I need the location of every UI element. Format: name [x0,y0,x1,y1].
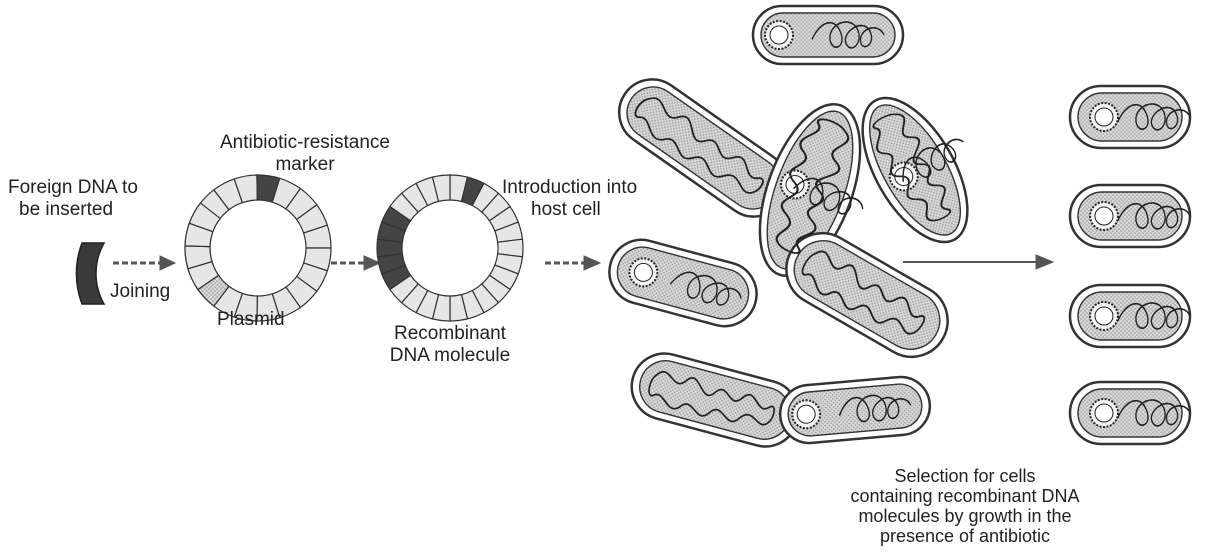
joining-arrow [113,256,175,270]
selection-label-line1: Selection for cells [830,466,1100,486]
marker-label-line2: marker [195,154,415,176]
joining-label: Joining [110,281,170,303]
selection-arrow [903,255,1053,269]
bacterial-cell [753,6,903,64]
recombinant-label-line1: Recombinant [380,323,520,345]
bacterial-cell [778,375,932,446]
introduction-label-line1: Introduction into [502,177,637,199]
marker-label-line1: Antibiotic-resistance [195,132,415,154]
bacterial-cell [841,73,1003,259]
introduction-arrow [545,256,600,270]
bacterial-cell [1070,382,1190,444]
selection-label-line4: presence of antibiotic [830,526,1100,546]
introduction-label-line2: host cell [531,199,601,221]
plasmid-ring [185,175,331,321]
selection-label-line3: molecules by growth in the [830,506,1100,526]
bacterial-cell [1070,86,1190,148]
plasmid-label: Plasmid [217,309,285,331]
plasmid-to-recombinant-arrow [331,256,380,270]
bacterial-cell [1070,185,1190,247]
bacterial-cell [624,346,805,454]
bacterial-cell [773,220,961,370]
foreign-dna-fragment [76,243,104,304]
foreign-dna-label-line2: be inserted [19,199,113,221]
bacterial-cells-group [602,6,1003,454]
foreign-dna-label-line1: Foreign DNA to [8,177,138,199]
bacterial-cell [602,233,763,334]
selected-cells-group [1070,86,1190,444]
bacterial-cell [1070,285,1190,347]
recombinant-label-line2: DNA molecule [380,345,520,367]
selection-label-line2: containing recombinant DNA [830,486,1100,506]
